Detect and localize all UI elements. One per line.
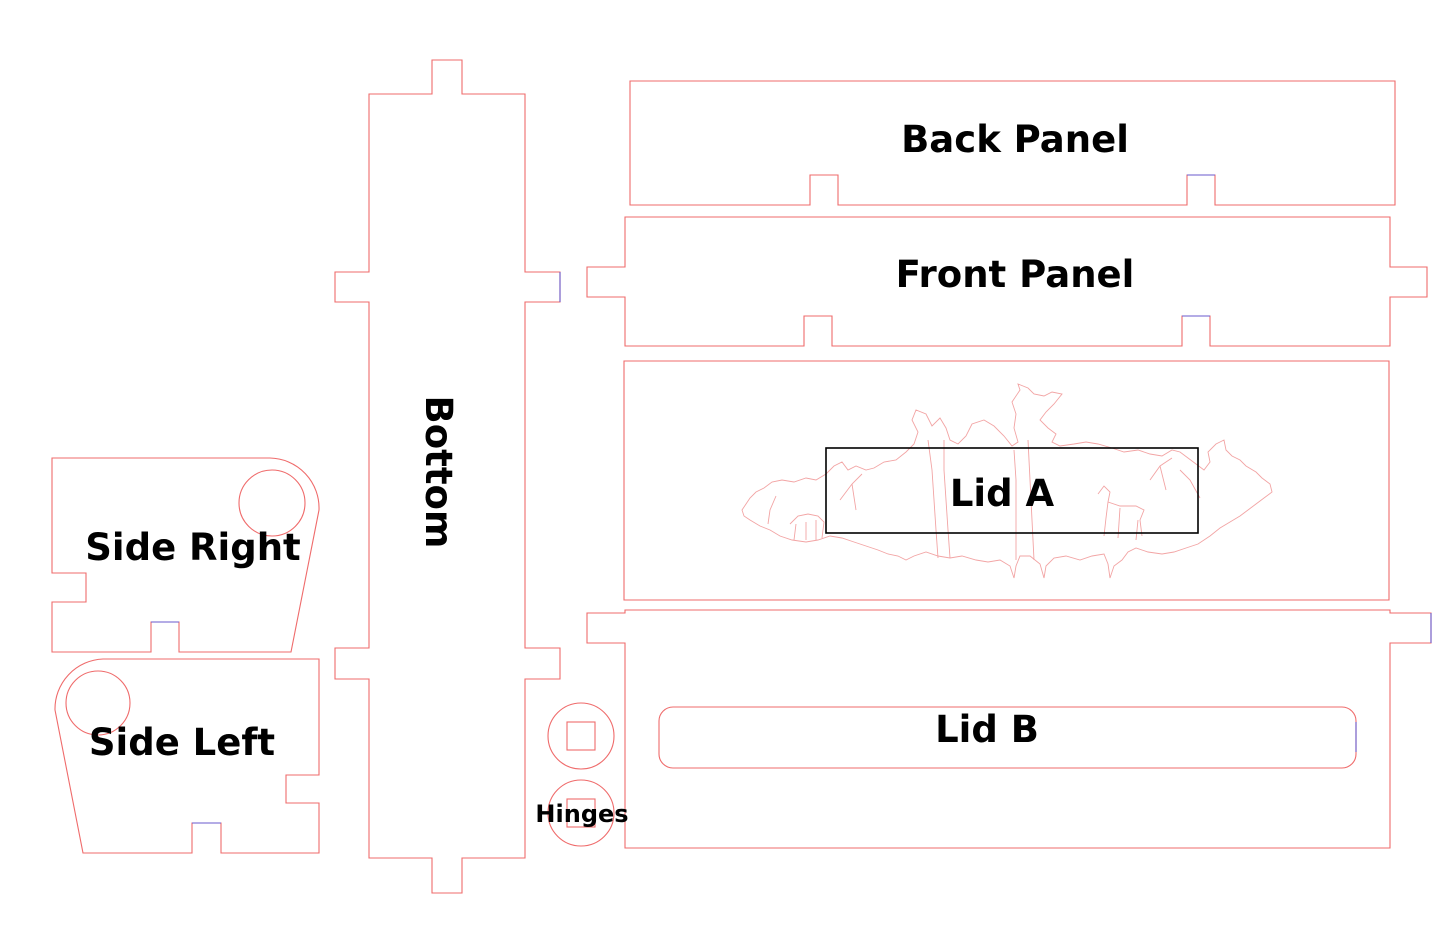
side-left-hinge-hole [65, 670, 131, 736]
front-panel-label: Front Panel [896, 253, 1135, 296]
hinge-square-hole-lower [566, 798, 596, 828]
side-left-outline [54, 658, 320, 854]
front-panel-outline [586, 216, 1428, 347]
side-left[interactable]: Side Left [54, 658, 320, 854]
bottom[interactable]: Bottom [334, 59, 561, 894]
back-panel[interactable]: Back Panel [629, 80, 1396, 206]
bottom-outline [334, 59, 561, 894]
hinge-square-hole-upper [566, 721, 596, 751]
lid-a-outline [623, 360, 1390, 601]
hinges[interactable]: Hinges [535, 702, 629, 847]
forest-silhouette-outline [741, 383, 1273, 579]
side-right-label: Side Right [85, 526, 300, 569]
side-right-hinge-hole [238, 469, 306, 537]
hinges-label: Hinges [535, 800, 628, 828]
hinge-disc-upper [547, 702, 615, 770]
tree-branches [767, 457, 1201, 525]
lid-b-label: Lid B [935, 708, 1039, 751]
bottom-label: Bottom [417, 396, 460, 549]
back-panel-outline [629, 80, 1396, 206]
side-right[interactable]: Side Right [51, 457, 320, 653]
lid-a-label-frame [825, 447, 1199, 534]
tree-trunk-left [927, 439, 951, 559]
side-left-label: Side Left [89, 721, 275, 764]
lid-b[interactable]: Lid B [586, 609, 1432, 849]
back-panel-label: Back Panel [901, 118, 1129, 161]
deer-engraving-right [1097, 485, 1145, 541]
lid-a-label: Lid A [950, 472, 1055, 515]
forest-engraving [741, 383, 1273, 579]
side-right-outline [51, 457, 320, 653]
front-panel[interactable]: Front Panel [586, 216, 1428, 347]
tree-trunk-center [1013, 439, 1035, 561]
deer-engraving-left [789, 513, 825, 541]
hinge-disc-lower [547, 779, 615, 847]
lid-b-outline [586, 609, 1432, 849]
lid-a[interactable]: Lid A [623, 360, 1390, 601]
